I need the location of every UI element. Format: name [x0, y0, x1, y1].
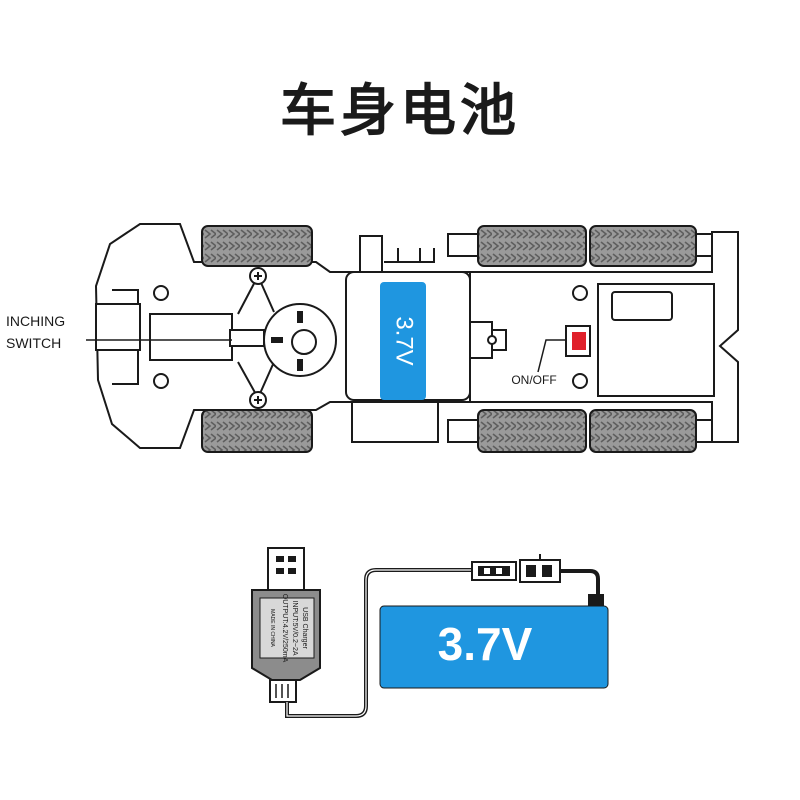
- charger-label-line2: INPUT:5V/0.2~2A: [291, 600, 298, 655]
- chassis-battery: 3.7V: [380, 282, 426, 400]
- rear-wheels: [447, 225, 713, 453]
- plug-connector: [471, 561, 517, 581]
- battery-pack-voltage: 3.7V: [438, 618, 533, 670]
- charger-label-line3: OUTPUT:4.2V/250mA: [281, 594, 288, 663]
- usb-charger: [251, 547, 321, 703]
- inching-label-line2: SWITCH: [6, 335, 61, 351]
- front-bumper: [95, 285, 262, 389]
- front-wheels: [201, 225, 313, 453]
- chassis-battery-voltage: 3.7V: [391, 316, 418, 365]
- socket-connector: [519, 554, 561, 583]
- charger-label-line4: MADE IN CHINA: [269, 609, 275, 647]
- inching-label-line1: INCHING: [6, 313, 65, 329]
- on-off-label: ON/OFF: [511, 373, 556, 387]
- charger-label-line1: USB Charger: [301, 607, 308, 649]
- battery-pack: [379, 605, 609, 689]
- page-title: 车身电池: [280, 79, 520, 144]
- battery-lead: [560, 569, 600, 594]
- steering-assembly: [229, 267, 337, 409]
- on-off-switch[interactable]: [537, 325, 591, 373]
- rear-deck: [572, 283, 715, 397]
